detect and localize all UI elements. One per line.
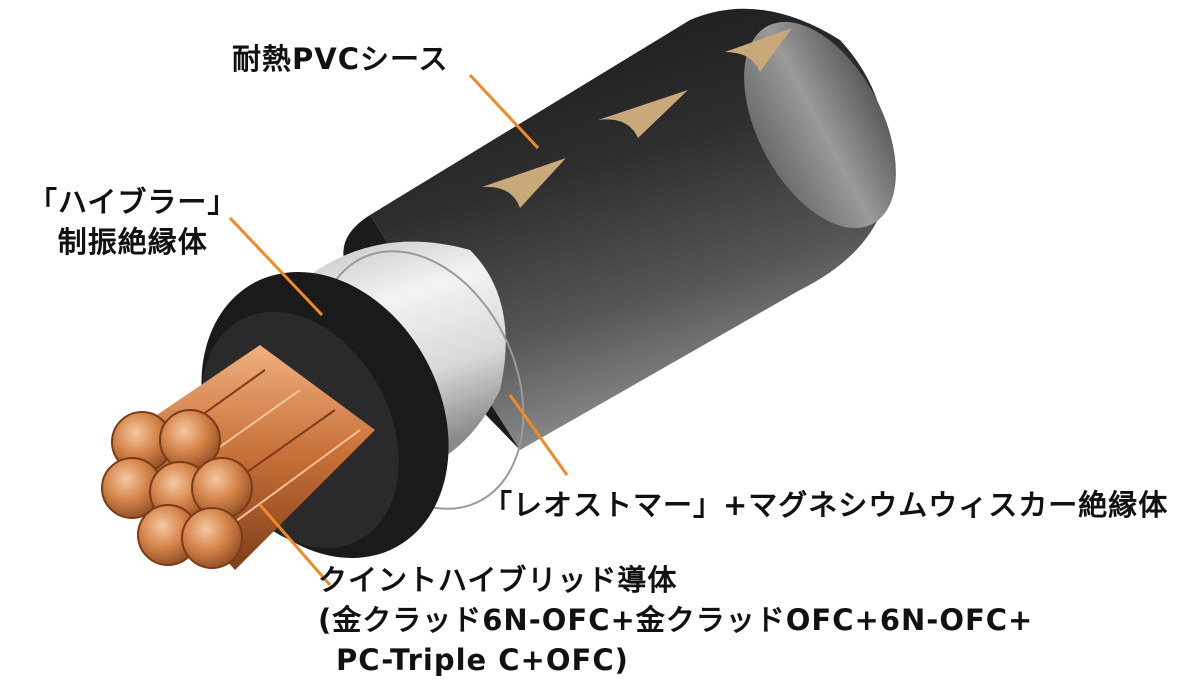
label-conductor-line1: クイントハイブリッド導体 [318,563,678,597]
leader-line-hybrar [228,216,324,317]
arrow-mark [482,158,566,208]
conductor-ends [101,409,253,569]
sheath-arrow-marks [482,28,792,208]
label-hybrar-line2: 制振絶縁体 [57,225,208,259]
leader-line-sheath [468,73,540,150]
label-leostomer: 「レオストマー」+マグネシウムウィスカー絶縁体 [483,488,1169,522]
label-hybrar-line1: 「ハイブラー」 [28,185,238,219]
leader-line-conductor [258,504,332,586]
label-hybrar: 「ハイブラー」 制振絶縁体 [28,182,237,262]
leader-lines [228,73,569,586]
label-conductor-line2: (金クラッド6N-OFC+金クラッドOFC+6N-OFC+ [318,603,1034,637]
label-conductor: クイントハイブリッド導体 (金クラッド6N-OFC+金クラッドOFC+6N-OF… [318,560,1033,680]
wire-bundle-end [181,507,243,569]
label-pvc-sheath: 耐熱PVCシース [232,42,449,76]
arrow-mark [598,90,688,138]
leader-line-leostomer [508,394,569,476]
label-conductor-line3: PC-Triple C+OFC) [336,643,629,677]
arrow-mark [725,28,792,72]
